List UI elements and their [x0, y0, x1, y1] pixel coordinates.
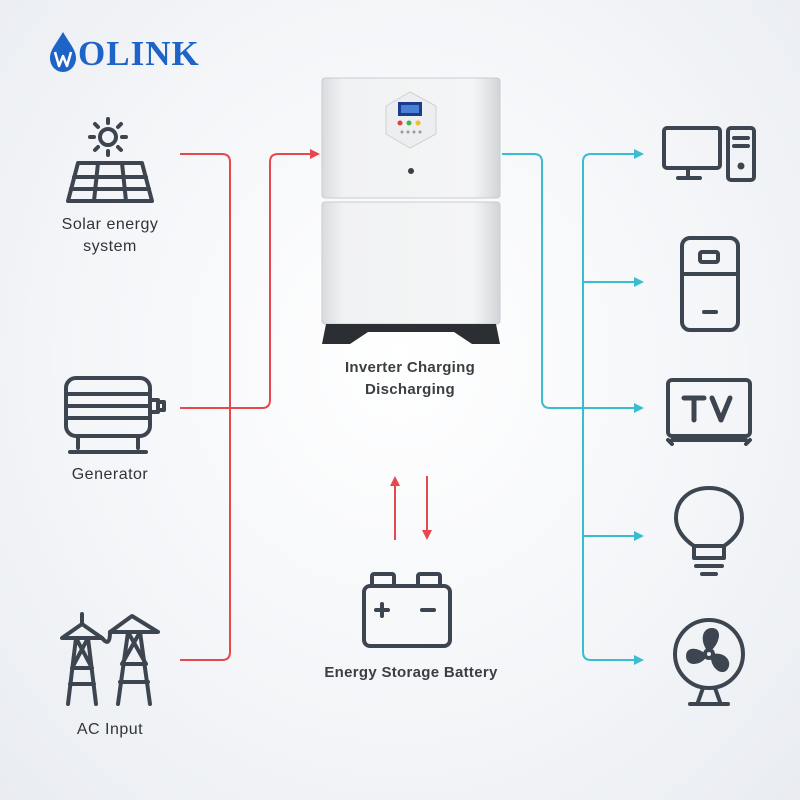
- solar-label: Solar energy system: [40, 214, 180, 258]
- refrigerator-icon: [680, 236, 740, 332]
- inverter-label-line1: Inverter Charging: [344, 359, 476, 376]
- battery-label: Energy Storage Battery: [324, 664, 498, 681]
- fan-icon: [673, 618, 745, 706]
- brand-name: OLINK: [78, 34, 200, 73]
- generator-label: Generator: [71, 466, 149, 483]
- solar-label-line2: system: [83, 238, 137, 255]
- computer-icon: [662, 126, 756, 182]
- inverter-label: Inverter Charging Discharging: [320, 357, 500, 401]
- battery-icon: [362, 572, 452, 648]
- inverter-label-line2: Discharging: [365, 381, 455, 398]
- solar-label-line1: Solar energy: [61, 216, 159, 233]
- brand-logo-icon: [50, 32, 76, 72]
- ac-input-label: AC Input: [76, 721, 144, 738]
- generator-icon: [64, 376, 166, 454]
- solar-panel-icon: [66, 117, 154, 203]
- inverter-unit: [321, 77, 501, 344]
- output-lines: [502, 149, 644, 665]
- input-lines: [180, 149, 432, 661]
- power-tower-icon: [60, 612, 160, 706]
- tv-icon: [666, 378, 752, 446]
- light-bulb-icon: [674, 486, 744, 576]
